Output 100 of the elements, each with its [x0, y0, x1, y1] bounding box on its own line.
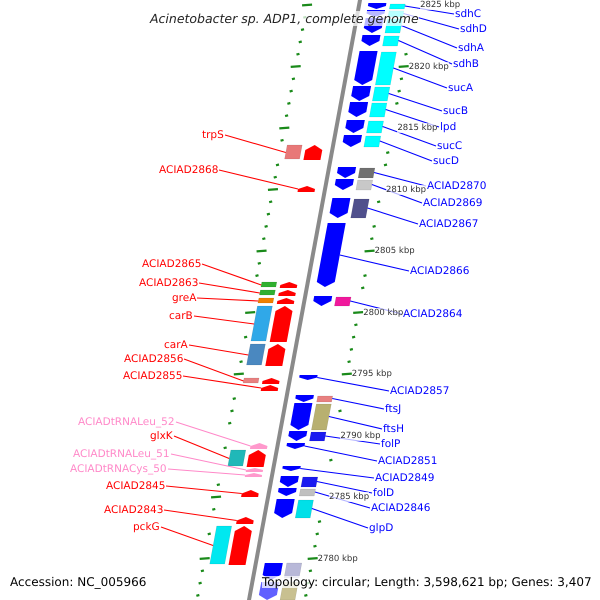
gene-block: [260, 385, 278, 391]
leader-line: [166, 485, 242, 494]
gene-label: sdhB: [453, 58, 479, 70]
position-label: 2815 kbp: [397, 123, 438, 133]
gene-label: ACIAD2865: [142, 258, 202, 270]
gene-block: [313, 296, 352, 306]
gene-label: ACIAD2866: [410, 265, 470, 277]
gene-block: [282, 466, 301, 471]
genome-summary-text: Topology: circular; Length: 3,598,621 bp; Genes: 3,407: [262, 576, 592, 588]
gene-label: ACIAD2864: [403, 308, 462, 320]
gene-label: carA: [164, 339, 188, 351]
gene-block: [330, 198, 370, 218]
gene-block: [236, 517, 254, 524]
leader-line: [168, 468, 246, 476]
gene-label: glpD: [369, 522, 394, 534]
gene-label: greA: [172, 292, 196, 304]
gene-label: ACIAD2849: [375, 472, 434, 484]
gene-block: [345, 120, 384, 134]
gene-block: [280, 476, 318, 488]
leader-line: [198, 282, 260, 294]
leader-line: [182, 375, 262, 389]
leader-line: [160, 526, 214, 546]
gene-label: ACIAD2868: [159, 164, 218, 176]
position-label: 2780 kbp: [318, 554, 358, 564]
gene-label: ACIAD2843: [104, 504, 164, 516]
leader-line: [300, 468, 374, 479]
leader-line: [304, 445, 378, 462]
position-label: 2790 kbp: [340, 430, 380, 440]
leader-line: [332, 398, 384, 410]
gene-block: [354, 51, 397, 86]
gene-label: ACIAD2869: [423, 197, 482, 209]
gene-block: [316, 223, 346, 287]
gene-block: [278, 488, 316, 496]
position-label: 2805 kbp: [374, 246, 415, 256]
leader-line: [194, 315, 254, 325]
gene-label: ACIAD2855: [123, 370, 182, 382]
gene-label: lpd: [440, 121, 456, 133]
gene-block: [342, 135, 382, 148]
gene-label: folD: [373, 487, 394, 499]
leader-line: [202, 263, 262, 286]
gene-block: [368, 3, 406, 10]
gene-label: ACIADtRNALeu_51: [73, 448, 170, 460]
gene-block: [361, 35, 400, 46]
gene-block: [246, 344, 286, 366]
gene-block: [241, 490, 259, 497]
gene-block: [228, 450, 266, 467]
gene-label: trpS: [202, 129, 224, 141]
gene-label: ACIAD2845: [106, 480, 166, 492]
gene-label: ftsJ: [385, 403, 402, 415]
position-label: 2800 kbp: [363, 308, 404, 318]
position-label: 2785 kbp: [329, 492, 370, 502]
gene-label: ACIAD2867: [419, 218, 478, 230]
leader-line: [164, 509, 237, 522]
gene-block: [295, 395, 333, 402]
gene-block: [284, 144, 322, 160]
gene-label: folP: [381, 438, 400, 450]
leader-line: [312, 508, 368, 529]
gene-block: [288, 431, 326, 442]
gene-block: [286, 443, 305, 449]
gene-label: sdhD: [460, 23, 487, 35]
leader-line: [188, 344, 248, 356]
gene-label: sdhC: [455, 8, 482, 20]
gene-block: [299, 375, 318, 380]
leader-line: [196, 297, 258, 302]
leader-line: [316, 480, 372, 494]
gene-label: ftsH: [383, 423, 404, 435]
gene-block: [351, 86, 390, 102]
leader-line: [382, 126, 436, 147]
gene-label: ACIAD2857: [390, 385, 450, 397]
gene-block: [259, 290, 296, 296]
leader-line: [170, 453, 246, 471]
gene-block: [298, 186, 315, 192]
gene-label: ACIAD2851: [378, 455, 438, 467]
gene-block: [290, 403, 332, 430]
gene-label: sucA: [448, 82, 474, 94]
gene-block: [260, 282, 298, 288]
gene-block: [242, 378, 280, 384]
leader-line: [404, 5, 454, 15]
gene-label: ACIADtRNACys_50: [70, 463, 167, 475]
gene-label: sucC: [437, 140, 462, 152]
gene-block: [334, 179, 373, 190]
gene-label: ACIAD2846: [371, 502, 430, 514]
leader-line: [386, 108, 440, 128]
gene-block: [244, 473, 262, 477]
leader-line: [174, 436, 230, 459]
gene-block: [258, 298, 294, 304]
position-label: 2820 kbp: [408, 62, 449, 72]
gene-block: [209, 526, 252, 565]
gene-label: glxK: [150, 430, 173, 442]
gene-label: ACIAD2863: [139, 277, 198, 289]
gene-block: [348, 102, 388, 118]
gene-block: [250, 306, 292, 342]
leader-line: [317, 376, 390, 392]
gene-label: ACIAD2856: [124, 353, 184, 365]
gene-label: ACIAD2870: [427, 180, 486, 192]
gene-block: [337, 167, 376, 178]
leader-line: [380, 140, 432, 162]
leader-line: [218, 169, 298, 190]
leader-line: [393, 67, 448, 89]
leader-line: [401, 25, 458, 48]
